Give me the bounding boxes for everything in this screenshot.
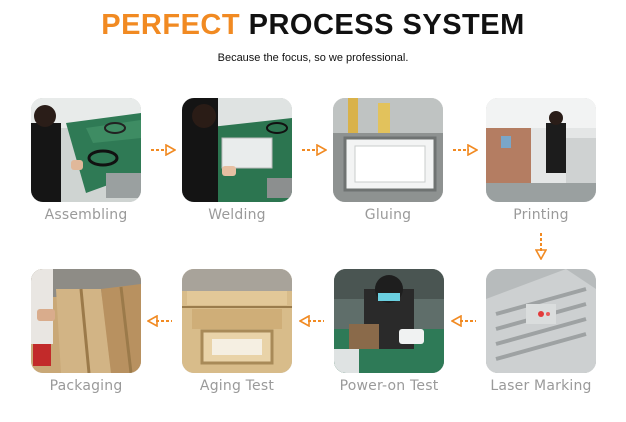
- step-label: Gluing: [364, 207, 412, 223]
- packaging-photo: [31, 269, 141, 373]
- step-aging-test: Aging Test: [182, 269, 292, 394]
- step-gluing: Gluing: [333, 98, 443, 223]
- power-on-test-photo: [334, 269, 444, 373]
- step-power-on-test: Power-on Test: [334, 269, 444, 394]
- arrow-down-icon: [535, 232, 547, 260]
- printing-photo: [486, 98, 596, 202]
- arrow-left-icon: [451, 315, 477, 327]
- step-label: Aging Test: [199, 378, 275, 394]
- step-label: Printing: [513, 207, 569, 223]
- step-printing: Printing: [486, 98, 596, 223]
- title-main: PROCESS SYSTEM: [248, 9, 525, 41]
- arrow-left-icon: [299, 315, 325, 327]
- step-laser-marking: Laser Marking: [486, 269, 596, 394]
- step-label: Laser Marking: [490, 378, 592, 394]
- step-label: Power-on Test: [339, 378, 439, 394]
- arrow-left-icon: [147, 315, 173, 327]
- step-label: Welding: [208, 207, 266, 223]
- aging-test-photo: [182, 269, 292, 373]
- page-subtitle: Because the focus, so we professional.: [217, 52, 409, 64]
- step-assembling: Assembling: [31, 98, 141, 223]
- arrow-right-icon: [301, 144, 327, 156]
- gluing-photo: [333, 98, 443, 202]
- step-welding: Welding: [182, 98, 292, 223]
- arrow-right-icon: [452, 144, 478, 156]
- laser-marking-photo: [486, 269, 596, 373]
- step-packaging: Packaging: [31, 269, 141, 394]
- step-label: Assembling: [44, 207, 128, 223]
- page-title: PERFECT PROCESS SYSTEM: [0, 9, 626, 42]
- title-highlight: PERFECT: [101, 9, 241, 41]
- arrow-right-icon: [150, 144, 176, 156]
- assembling-photo: [31, 98, 141, 202]
- step-label: Packaging: [49, 378, 123, 394]
- welding-photo: [182, 98, 292, 202]
